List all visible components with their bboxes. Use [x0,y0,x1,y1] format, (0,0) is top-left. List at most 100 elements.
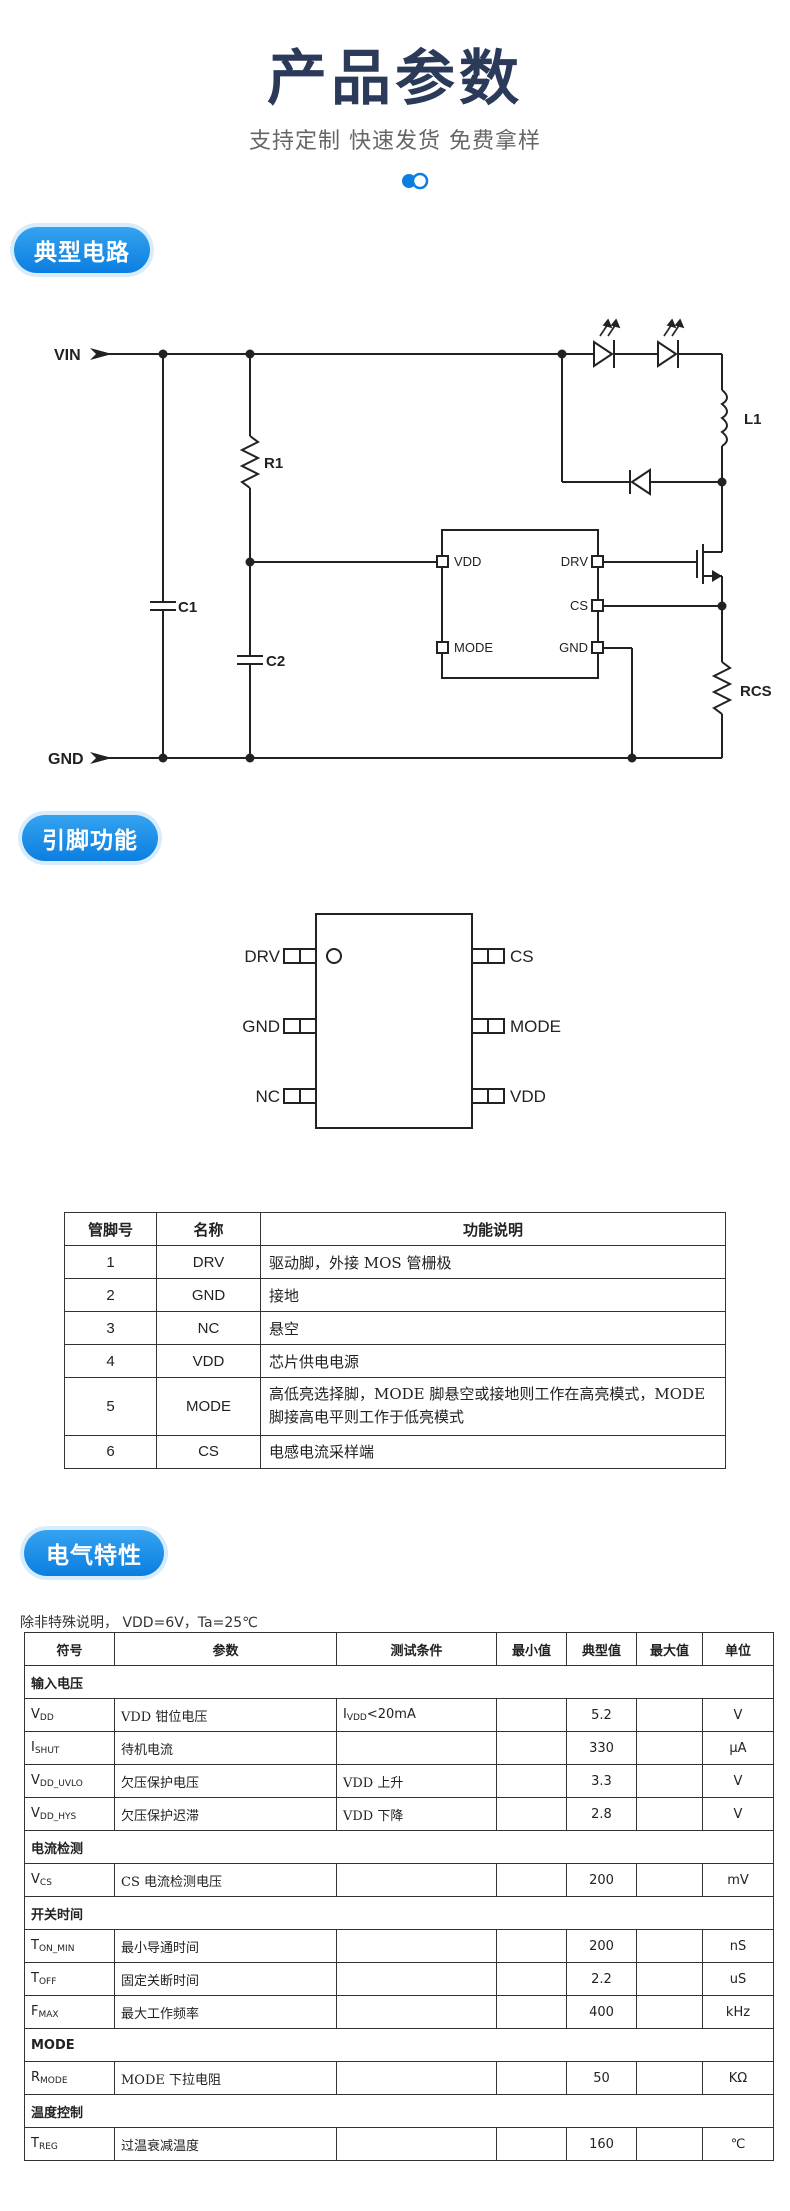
group-row: 温度控制 [24,2094,774,2128]
pin-number: 3 [64,1311,157,1345]
symbol-cell: RMODE [24,2061,115,2095]
typ-cell: 2.2 [566,1962,637,1996]
table-row: TOFF 固定关断时间 2.2 uS [24,1962,774,1996]
package-pinout-diagram: DRV GND NC CS MODE VDD [242,913,561,1129]
header-condition: 测试条件 [336,1632,497,1666]
ic-pin-vdd: VDD [454,554,481,569]
group-mode: MODE [24,2028,774,2062]
min-cell [496,1731,567,1765]
pin-description: 高低亮选择脚，MODE 脚悬空或接地则工作在高亮模式，MODE 脚接高电平则工作… [260,1377,726,1436]
min-cell [496,1929,567,1963]
group-row: MODE [24,2028,774,2062]
condition-cell [336,1995,497,2029]
condition-cell [336,2127,497,2161]
pin-name: MODE [156,1377,261,1436]
condition-cell [336,1929,497,1963]
typ-cell: 160 [566,2127,637,2161]
package-pin-1: DRV [244,947,280,966]
table-row: VDD_HYS 欠压保护迟滞 VDD 下降 2.8 V [24,1797,774,1831]
parameter-cell: CS 电流检测电压 [114,1863,337,1897]
symbol-cell: ISHUT [24,1731,115,1765]
min-cell [496,1962,567,1996]
ic-pin-cs: CS [570,598,588,613]
group-input-voltage: 输入电压 [24,1665,774,1699]
symbol-cell: VDD [24,1698,115,1732]
max-cell [636,1698,703,1732]
parameter-cell: 固定关断时间 [114,1962,337,1996]
pin-description: 电感电流采样端 [260,1434,726,1469]
table-header-row: 管脚号 名称 功能说明 [64,1212,726,1246]
unit-cell: ℃ [702,2127,774,2161]
condition-cell [336,1731,497,1765]
header-pin-no: 管脚号 [64,1212,157,1246]
typ-cell: 400 [566,1995,637,2029]
page-subtitle: 支持定制 快速发货 免费拿样 [249,129,541,154]
unit-cell: mV [702,1863,774,1897]
unit-cell: V [702,1764,774,1798]
condition-cell: VDD 上升 [336,1764,497,1798]
typ-cell: 3.3 [566,1764,637,1798]
label-c2: C2 [266,653,285,670]
table-row: VDD_UVLO 欠压保护电压 VDD 上升 3.3 V [24,1764,774,1798]
typ-cell: 50 [566,2061,637,2095]
table-row: TON_MIN 最小导通时间 200 nS [24,1929,774,1963]
group-temperature: 温度控制 [24,2094,774,2128]
min-cell [496,1863,567,1897]
max-cell [636,1764,703,1798]
package-pin-4: VDD [510,1087,546,1106]
unit-cell: kHz [702,1995,774,2029]
pin-description: 芯片供电电源 [260,1344,726,1378]
group-row: 开关时间 [24,1896,774,1930]
symbol-cell: VDD_UVLO [24,1764,115,1798]
section-heading-circuit: 典型电路 [14,227,150,273]
unit-cell: V [702,1797,774,1831]
section-heading-pins: 引脚功能 [22,815,158,861]
table-row: VDD VDD 钳位电压 IVDD<20mA 5.2 V [24,1698,774,1732]
label-r1: R1 [264,455,283,472]
group-current-sense: 电流检测 [24,1830,774,1864]
typ-cell: 200 [566,1863,637,1897]
pin-number: 1 [64,1245,157,1279]
package-pin-5: MODE [510,1017,561,1036]
parameter-cell: 过温衰减温度 [114,2127,337,2161]
page-title: 产品参数 [267,44,523,114]
group-row: 电流检测 [24,1830,774,1864]
max-cell [636,1995,703,2029]
condition-cell: IVDD<20mA [336,1698,497,1732]
group-switch-timing: 开关时间 [24,1896,774,1930]
symbol-cell: TON_MIN [24,1929,115,1963]
pin-description: 驱动脚，外接 MOS 管栅极 [260,1245,726,1279]
electrical-characteristics-table: 符号 参数 测试条件 最小值 典型值 最大值 单位 输入电压 VDD VDD 钳… [24,1632,774,2161]
parameter-cell: 最大工作频率 [114,1995,337,2029]
label-vin: VIN [54,347,81,364]
unit-cell: KΩ [702,2061,774,2095]
min-cell [496,2127,567,2161]
typ-cell: 330 [566,1731,637,1765]
package-pin-2: GND [242,1017,280,1036]
pin-name: DRV [156,1245,261,1279]
max-cell [636,2127,703,2161]
parameter-cell: VDD 钳位电压 [114,1698,337,1732]
unit-cell: uS [702,1962,774,1996]
condition-cell: VDD 下降 [336,1797,497,1831]
parameter-cell: 最小导通时间 [114,1929,337,1963]
pin-name: VDD [156,1344,261,1378]
header-typ: 典型值 [566,1632,637,1666]
condition-cell [336,2061,497,2095]
parameter-cell: 欠压保护迟滞 [114,1797,337,1831]
max-cell [636,1797,703,1831]
min-cell [496,1698,567,1732]
max-cell [636,1731,703,1765]
typ-cell: 5.2 [566,1698,637,1732]
ic-pin-mode: MODE [454,640,493,655]
pin-name: NC [156,1311,261,1345]
header-unit: 单位 [702,1632,774,1666]
min-cell [496,1764,567,1798]
min-cell [496,2061,567,2095]
typical-circuit-diagram: VIN GND R1 C1 C2 L1 RCS VDD MODE DRV CS … [48,318,772,768]
pin-number: 6 [64,1434,157,1469]
